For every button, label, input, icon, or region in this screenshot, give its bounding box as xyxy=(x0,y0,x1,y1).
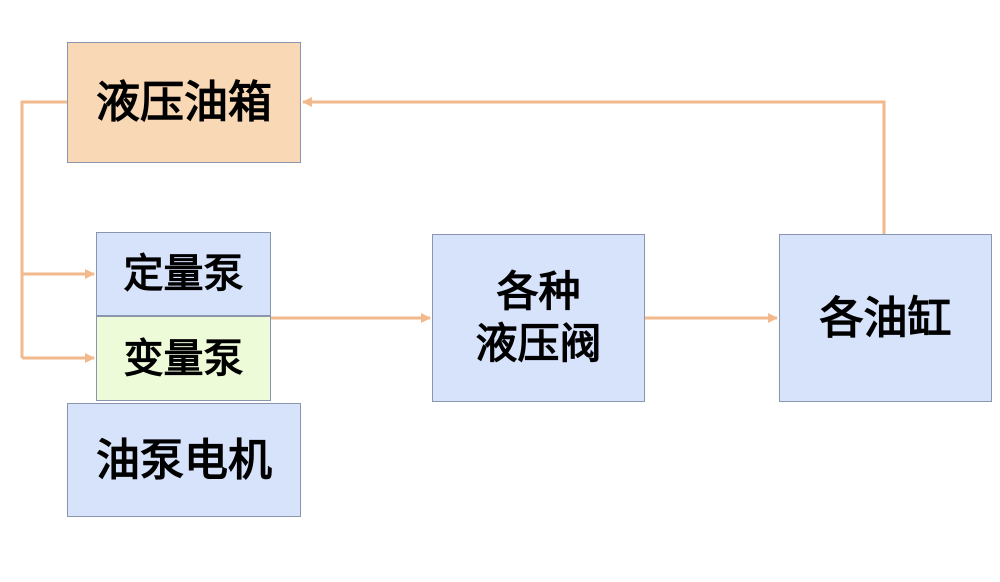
node-cylinders-label: 各油缸 xyxy=(819,292,952,344)
node-hydraulic-valves-label-line1: 各种 xyxy=(496,266,581,316)
node-fixed-displacement-pump-label: 定量泵 xyxy=(123,251,244,297)
node-variable-displacement-pump: 变量泵 xyxy=(96,316,271,401)
node-hydraulic-tank-label: 液压油箱 xyxy=(96,77,272,128)
node-hydraulic-valves: 各种 液压阀 xyxy=(432,234,645,402)
node-pump-motor: 油泵电机 xyxy=(67,403,301,517)
node-variable-displacement-pump-label: 变量泵 xyxy=(123,335,244,382)
node-cylinders: 各油缸 xyxy=(779,234,992,402)
node-hydraulic-tank: 液压油箱 xyxy=(67,42,301,163)
node-fixed-displacement-pump: 定量泵 xyxy=(96,232,271,316)
connector-tank-to-pumps-trunk xyxy=(20,100,67,358)
arrow-cylinders-to-tank xyxy=(302,97,886,234)
node-pump-motor-label: 油泵电机 xyxy=(96,434,272,486)
node-hydraulic-valves-label-line2: 液压阀 xyxy=(475,319,602,368)
